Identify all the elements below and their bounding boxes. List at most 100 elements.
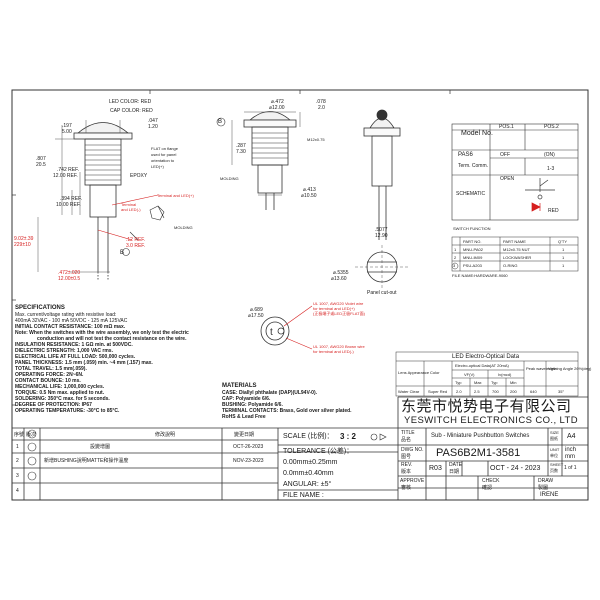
- draw-value: IRENE: [540, 492, 559, 498]
- led-color-note: LED COLOR: RED: [109, 99, 152, 105]
- molding-label-mid: MOLDING: [220, 176, 239, 181]
- term-comm-label: Term. Comm.: [458, 163, 488, 169]
- spec-line: INSULATION RESISTANCE: 1 GΩ min. at 500V…: [15, 342, 133, 348]
- schematic-red-label: RED: [548, 208, 559, 214]
- dim-807: .807: [36, 156, 46, 162]
- dia-689: ⌀.689: [250, 307, 263, 313]
- material-line: CASE: Diallyl phthalate (DAP)(UL94V-0).: [222, 390, 318, 396]
- led-h-iv: Iv(mcd): [498, 372, 512, 377]
- materials-title: MATERIALS: [222, 383, 257, 389]
- parts-row-3-no: 3: [453, 263, 456, 268]
- draw-label: DRAW: [538, 478, 554, 484]
- angular-tolerance: ANGULAR: ±5°: [283, 481, 332, 488]
- size-value: A4: [567, 433, 576, 440]
- parts-row-3-partno: PSU-A203: [463, 263, 482, 268]
- led-h-elec: Electro-optical Data(AT 20mA): [455, 363, 509, 368]
- spec-line: TORQUE: 0.5 Nm max. applied to nut.: [15, 390, 105, 396]
- spec-line: ELECTRICAL LIFE AT FULL LOAD: 500,000 cy…: [15, 354, 136, 360]
- draw-label-cn: 製圖: [538, 485, 549, 491]
- parts-header-name: PART NAME: [503, 239, 526, 244]
- company-name-cn: 东莞市悦势电子有限公司: [401, 397, 572, 415]
- ul-brown-wire-note-2: for terminal and LED(-): [313, 349, 354, 354]
- led-h-typ2: Typ: [491, 380, 498, 385]
- pos2-on: (ON): [544, 152, 555, 158]
- material-line: BUSHING: Polyamide 6/6.: [222, 402, 283, 408]
- rev-row-1-date: OCT-26-2023: [233, 444, 264, 450]
- led-row-lens: Water Clear: [398, 389, 420, 394]
- detail-marker-b: B: [120, 250, 125, 256]
- molding-label-left: MOLDING: [174, 225, 193, 230]
- wire-length-inch: 9.02±.39: [14, 236, 34, 242]
- parts-row-2-partno: MNU-IM09: [463, 255, 483, 260]
- scale-label: SCALE (比例)：: [283, 433, 334, 440]
- led-row-color: Super Red: [428, 389, 448, 394]
- dim-197: .197: [62, 123, 72, 129]
- led-h-min: Min: [510, 380, 517, 385]
- dim-472-tol: .472±.020: [58, 270, 81, 276]
- material-line: TERMINAL CONTACTS: Brass, Gold over silv…: [222, 408, 352, 414]
- pos1-header: POS.1: [499, 124, 514, 130]
- front-view: t: [260, 316, 290, 346]
- size-label: SIZE: [550, 430, 559, 435]
- dim-20: 2.0: [318, 105, 325, 111]
- dia-1050: ⌀10.50: [301, 193, 317, 199]
- led-row-iv-typ: 700: [492, 389, 499, 394]
- flat-note-1: FLAT on flange: [151, 146, 178, 151]
- parts-row-2-qty: 1: [562, 255, 565, 260]
- dim-5077: .5077: [375, 227, 388, 233]
- switch-function-label: SWITCH FUNCTION: [453, 226, 491, 231]
- rev-row-3-no: 3: [16, 473, 19, 479]
- unit-label-cn: 单位: [550, 453, 558, 458]
- term-1-3: 1-3: [547, 166, 555, 172]
- dim-205: 20.5: [36, 162, 46, 168]
- dia-413: ⌀.413: [303, 187, 316, 193]
- terminal-led-plus-note: Terminal and LED(+): [157, 193, 194, 198]
- spec-line: SOLDERING: 350°C max. for 5 seconds.: [15, 396, 110, 402]
- dim-078: .078: [316, 99, 326, 105]
- dim-500: 5.00: [62, 129, 72, 135]
- led-table-title: LED Electro-Optical Data: [452, 354, 520, 360]
- spec-line: Note: When the switches with the wire as…: [15, 330, 189, 336]
- dim-1200-tol: 12.00±0.5: [58, 276, 81, 282]
- thread-spec: M12x0.75: [307, 137, 325, 142]
- spec-line: Max. current/voltage rating with resisti…: [15, 312, 117, 318]
- tolerance-line-2: 0.0mm±0.40mm: [283, 470, 334, 477]
- detail-marker-b-mid: B: [218, 119, 223, 125]
- panel-cutout-label: Panel cut-out: [367, 290, 397, 296]
- epoxy-label: EPOXY: [130, 173, 148, 179]
- dia-5355: ⌀.5355: [333, 270, 349, 276]
- led-h-color: Color: [430, 370, 440, 375]
- parts-row-3-name: O-RING: [503, 263, 518, 268]
- rev-row-1-desc: 設變增圖: [90, 444, 111, 450]
- dim-1290: 12.90: [375, 233, 388, 239]
- rev-header-date: 變更日期: [234, 432, 255, 438]
- sheet-label-cn: 页数: [550, 468, 558, 473]
- flat-note-3: orientation to: [151, 158, 175, 163]
- dia-1750: ⌀17.50: [248, 313, 264, 319]
- led-row-peak: 640: [530, 389, 537, 394]
- unit-value-inch: inch: [565, 447, 577, 453]
- sheet-value: 1 of 1: [564, 465, 577, 471]
- material-line: CAP: Polyamide 6/6.: [222, 396, 271, 402]
- dia-1200: ⌀12.00: [269, 105, 285, 111]
- dwg-no-value: PAS6B2M1-3581: [436, 447, 521, 459]
- parts-header-qty: Q'TY: [558, 239, 567, 244]
- spec-line: CONTACT BOUNCE: 10 ms.: [15, 378, 81, 384]
- rev-row-2-desc: 新增BUSHING說明MATTE和操作溫度: [44, 458, 129, 464]
- dia-1360: ⌀13.60: [331, 276, 347, 282]
- flat-note-2: used for panel: [151, 152, 177, 157]
- parts-row-3-qty: 1: [562, 263, 565, 268]
- led-h-lens: Lens Appearance: [398, 370, 430, 375]
- dim-1200: 12.00 REF.: [53, 173, 78, 179]
- pos1-off: OFF: [500, 152, 510, 158]
- spec-line: 400mA 32VAC - 100 mA 50VDC - 125 mA 125V…: [15, 318, 128, 324]
- schematic-graphic: [525, 178, 555, 212]
- scale-value: 3 : 2: [340, 432, 357, 441]
- wire-length-mm: 229±10: [14, 242, 31, 248]
- spec-line: DEGREE OF PROTECTION: IP67: [15, 402, 92, 408]
- led-h-peak: Peak wavelength: [526, 366, 557, 371]
- ul-violet-wire-note-2: for terminal and LED(+): [313, 306, 355, 311]
- rev-row-2-date: NOV-23-2023: [233, 458, 264, 464]
- rev-row-2-no: 2: [16, 458, 19, 464]
